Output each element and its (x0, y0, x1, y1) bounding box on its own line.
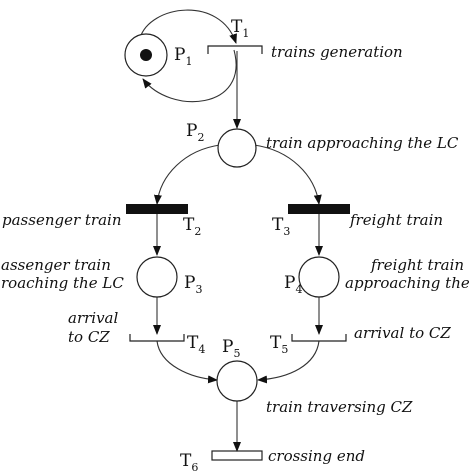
label-arrival-left-1: arrival (68, 309, 118, 327)
label-freight-train: freight train (349, 211, 443, 229)
place-p2 (217, 128, 257, 168)
label-freight-approach-2: approaching the (345, 274, 470, 292)
label-p2: P2 (186, 121, 204, 144)
label-t3: T3 (272, 215, 290, 238)
place-p3 (136, 256, 178, 298)
label-t6: T6 (180, 451, 198, 474)
arc-p2-t3 (253, 144, 322, 205)
transition-t2 (126, 204, 188, 214)
transition-t6 (211, 450, 263, 461)
label-p1: P1 (174, 45, 192, 68)
token-p1 (140, 49, 152, 61)
label-arrival-left-2: to CZ (68, 328, 110, 346)
arc-p1-t1 (139, 9, 237, 44)
transition-t1 (207, 45, 263, 54)
label-t2: T2 (183, 215, 201, 238)
label-train-approaching-lc: train approaching the LC (266, 134, 459, 152)
label-trains-generation: trains generation (271, 43, 403, 61)
label-train-traversing-cz: train traversing CZ (266, 398, 413, 416)
label-freight-approach-1: freight train (370, 256, 464, 274)
place-p5 (216, 360, 258, 402)
label-passenger-train: passenger train (2, 211, 122, 229)
label-t1: T1 (231, 17, 249, 40)
label-p3: P3 (184, 273, 202, 296)
label-t5: T5 (270, 333, 288, 356)
label-passenger-approach-2: roaching the LC (1, 274, 124, 292)
transition-t3 (288, 204, 350, 214)
arc-t5-p5 (257, 340, 320, 384)
transition-t4 (129, 334, 185, 342)
label-p4: P4 (284, 273, 302, 296)
label-crossing-end: crossing end (268, 447, 365, 465)
arc-t4-p5 (156, 340, 218, 384)
arc-p2-t2 (153, 144, 221, 205)
label-p5: P5 (222, 337, 240, 360)
place-p4 (298, 256, 340, 298)
label-arrival-right: arrival to CZ (354, 324, 451, 342)
arc-t1-p1 (142, 49, 237, 103)
label-t4: T4 (187, 333, 205, 356)
transition-t5 (291, 334, 347, 342)
label-passenger-approach-1: assenger train (1, 256, 111, 274)
